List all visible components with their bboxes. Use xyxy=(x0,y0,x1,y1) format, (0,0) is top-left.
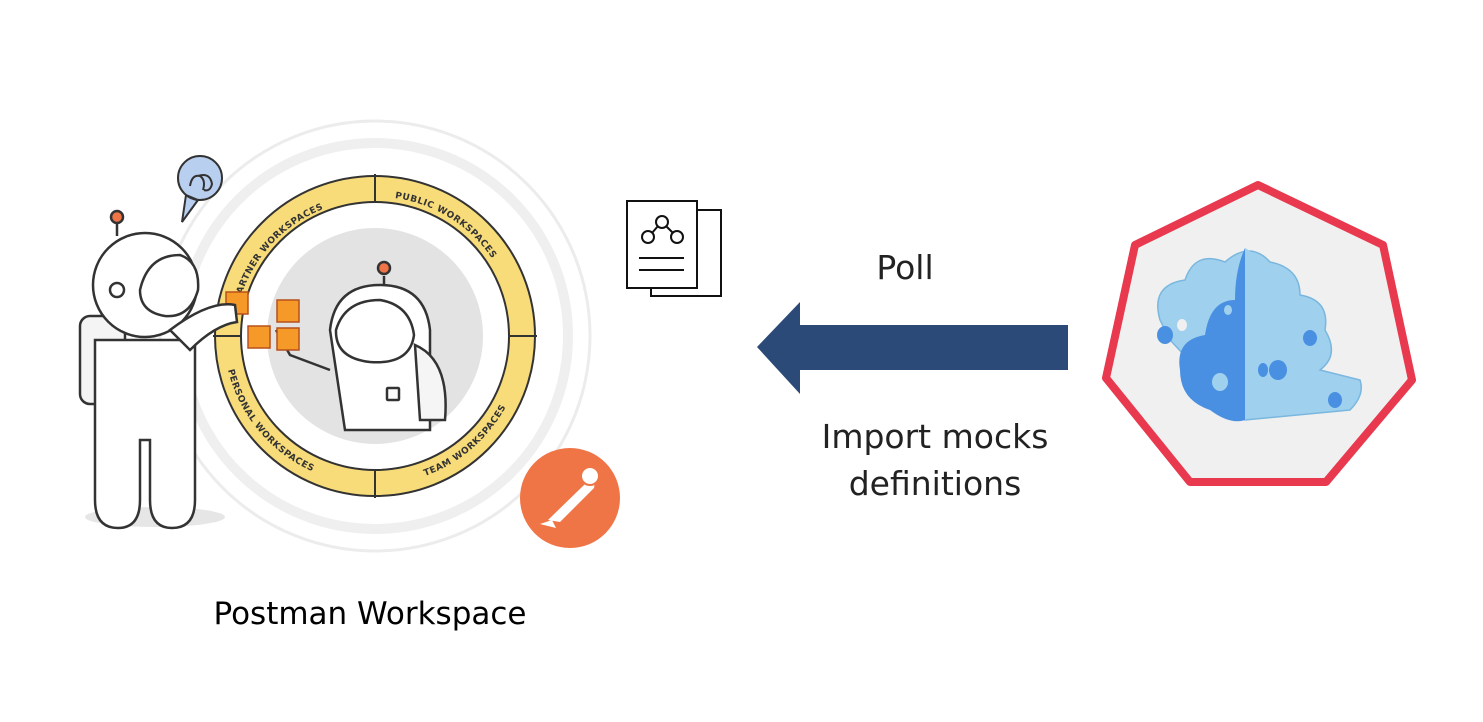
microcks-cloud-icon xyxy=(1102,181,1416,486)
postman-logo-icon xyxy=(520,448,620,548)
poll-arrow xyxy=(757,302,1068,394)
postman-workspace-illustration: PARTNER WORKSPACES PUBLIC WORKSPACES PER… xyxy=(78,119,620,553)
speech-bubble-icon xyxy=(177,155,224,223)
inner-astronaut xyxy=(274,260,447,432)
import-label-line1: Import mocks xyxy=(821,417,1049,456)
workspace-caption: Postman Workspace xyxy=(213,596,527,632)
import-label: Import mocks definitions xyxy=(775,413,1095,507)
api-document-icon xyxy=(626,200,722,297)
left-astronaut xyxy=(78,209,239,530)
import-label-line2: definitions xyxy=(848,464,1022,503)
poll-label: Poll xyxy=(876,248,934,287)
